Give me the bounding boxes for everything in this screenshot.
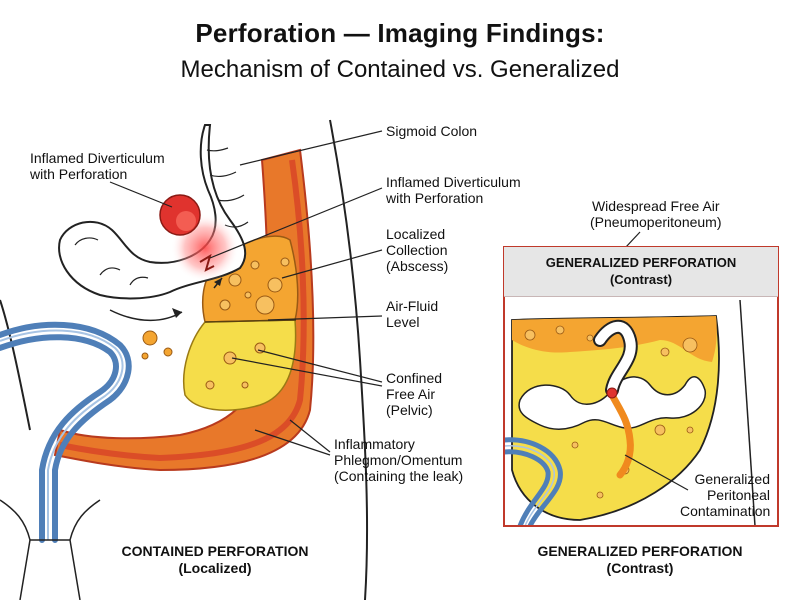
free-air-bubbles-left xyxy=(141,330,173,360)
leak-arrow xyxy=(109,309,183,322)
contrast-leak xyxy=(608,391,634,479)
contamination-leader xyxy=(624,454,689,491)
label-widespread-free-air: Widespread Free Air (Pneumoperitoneum) xyxy=(590,198,722,230)
label-inflammatory-phlegmon: Inflammatory Phlegmon/Omentum (Containin… xyxy=(334,436,464,484)
label-localized-collection: Localized Collection (Abscess) xyxy=(386,226,449,274)
air-fluid-line xyxy=(204,319,297,323)
page-subtitle: Mechanism of Contained vs. Generalized xyxy=(180,56,620,83)
leader-lines-left xyxy=(109,130,383,456)
label-generalized-contamination: Generalized Peritoneal Contamination xyxy=(680,471,771,519)
label-sigmoid-colon: Sigmoid Colon xyxy=(386,123,478,139)
body-outline-right xyxy=(329,119,369,600)
label-inflamed-diverticulum-left: Inflamed Diverticulum with Perforation xyxy=(30,150,165,182)
caption-contained-perforation: CONTAINED PERFORATION (Localized) xyxy=(121,543,309,576)
bladder xyxy=(0,321,132,543)
generalized-panel-header: GENERALIZED PERFORATION (Contrast) xyxy=(504,247,778,297)
label-confined-free-air: Confined Free Air (Pelvic) xyxy=(386,370,443,418)
free-air-bubbles-right xyxy=(524,325,705,499)
label-inflamed-diverticulum-right: Inflamed Diverticulum with Perforation xyxy=(386,174,521,206)
phlegmon-wall-inner-red xyxy=(59,159,307,462)
abscess-bubbles xyxy=(219,257,290,315)
fluid-bubbles xyxy=(205,342,266,390)
bowel-loops xyxy=(518,376,706,430)
bladder-right xyxy=(504,437,563,526)
label-air-fluid-level: Air-Fluid Level xyxy=(386,298,439,330)
body-outline-left xyxy=(0,299,31,431)
caption-generalized-perforation: GENERALIZED PERFORATION (Contrast) xyxy=(537,543,743,576)
perforation-tear xyxy=(199,253,215,272)
page-title: Perforation — Imaging Findings: xyxy=(195,18,605,48)
